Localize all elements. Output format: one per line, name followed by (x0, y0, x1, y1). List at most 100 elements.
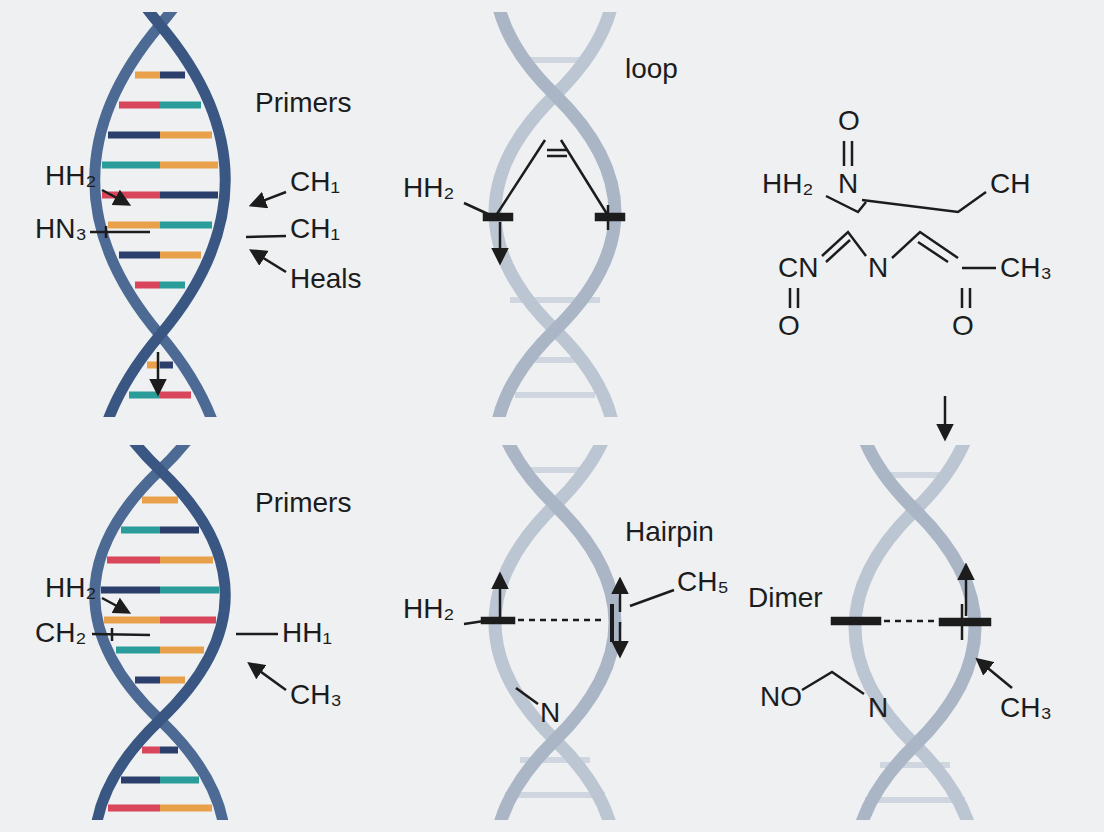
chem-label: Dimer (748, 582, 823, 614)
chem-label: CH₃ (1000, 692, 1052, 724)
drawing-part (515, 392, 595, 398)
drawing-part (135, 72, 160, 79)
drawing-part (978, 660, 1012, 688)
chem-label: Primers (255, 487, 351, 519)
drawing-part (157, 352, 160, 393)
drawing-part (944, 396, 947, 438)
drawing-part (129, 392, 160, 399)
chem-label: Primers (255, 87, 351, 119)
drawing-part (822, 232, 866, 262)
drawing-part (884, 620, 936, 623)
drawing-part (160, 805, 212, 812)
dna-helix (95, 445, 226, 820)
dna-helix (95, 12, 226, 417)
drawing-part (102, 162, 160, 169)
drawing-part (119, 252, 160, 259)
drawing-part (104, 617, 160, 624)
drawing-part (108, 132, 160, 139)
drawing-part (95, 445, 226, 820)
chem-label: N (838, 168, 858, 200)
drawing-part (160, 72, 185, 79)
drawing-part (855, 445, 975, 820)
chem-label: HH₁ (282, 617, 332, 649)
drawing-part (484, 214, 512, 220)
chem-label: O (778, 310, 800, 342)
drawing-part (160, 647, 204, 654)
chem-label: O (838, 105, 860, 137)
drawing-part (250, 664, 286, 690)
drawing-part (610, 604, 614, 642)
drawing-part (482, 618, 514, 623)
pale-helix (855, 445, 975, 820)
drawing-part (855, 445, 975, 820)
drawing-part (160, 132, 212, 139)
drawing-part (108, 222, 160, 229)
drawing-part (892, 232, 958, 262)
chem-label: N (868, 252, 888, 284)
drawing-part (499, 222, 502, 262)
chem-label: CH₁ (290, 166, 340, 198)
drawing-part (965, 566, 968, 616)
drawing-part (619, 622, 622, 655)
drawing-part (961, 604, 964, 640)
chem-label: O (952, 310, 974, 342)
chem-label: NO (760, 681, 802, 713)
drawing-part (105, 226, 108, 238)
drawing-part (160, 222, 212, 229)
chem-label: N (540, 697, 560, 729)
drawing-part (121, 527, 160, 534)
drawing-part (160, 192, 218, 199)
drawing-part (630, 590, 674, 606)
chem-label: HH₂ (403, 593, 454, 625)
drawing-part (802, 672, 864, 694)
drawing-part (142, 497, 160, 504)
chem-label: HH₂ (45, 160, 96, 192)
drawing-part (107, 557, 160, 564)
drawing-part (160, 362, 173, 369)
chem-label: CH (990, 168, 1030, 200)
drawing-part (95, 12, 226, 417)
chem-label: HH₂ (45, 572, 96, 604)
drawing-part (101, 587, 160, 594)
drawing-part (518, 619, 604, 622)
drawing-part (607, 205, 610, 230)
drawing-part (116, 647, 160, 654)
drawing-part (535, 357, 575, 363)
chem-label: CH₃ (1000, 252, 1052, 284)
chem-label: HN₃ (35, 213, 87, 245)
drawing-part (142, 747, 160, 754)
pale-helix (495, 445, 615, 820)
drawing-part (90, 231, 150, 234)
drawing-part (160, 282, 185, 289)
drawing-part (962, 267, 996, 270)
drawing-part (160, 587, 219, 594)
drawing-part (160, 617, 216, 624)
drawing-part (962, 288, 970, 308)
drawing-part (940, 619, 990, 625)
drawing-part (596, 214, 624, 220)
drawing-part (790, 288, 798, 308)
drawing-part (619, 580, 622, 612)
annotation-lines (90, 140, 1012, 704)
drawing-part (95, 12, 226, 417)
drawing-part (246, 236, 286, 237)
drawing-part (160, 162, 218, 169)
drawing-part (862, 192, 986, 212)
drawing-part (844, 141, 852, 166)
drawing-part (119, 102, 160, 109)
drawing-part (252, 251, 286, 272)
chem-label: N (868, 692, 888, 724)
drawing-part (135, 282, 160, 289)
chem-label: HH₂ (403, 172, 454, 204)
chem-label: Hairpin (625, 516, 714, 548)
drawing-part (160, 102, 201, 109)
drawing-part (92, 634, 150, 635)
drawing-part (510, 60, 600, 395)
chem-label: loop (625, 53, 678, 85)
drawing-part (160, 392, 191, 399)
chem-label: CH₃ (290, 679, 342, 711)
drawing-part (160, 677, 185, 684)
drawing-part (530, 467, 580, 473)
drawing-part (160, 527, 199, 534)
